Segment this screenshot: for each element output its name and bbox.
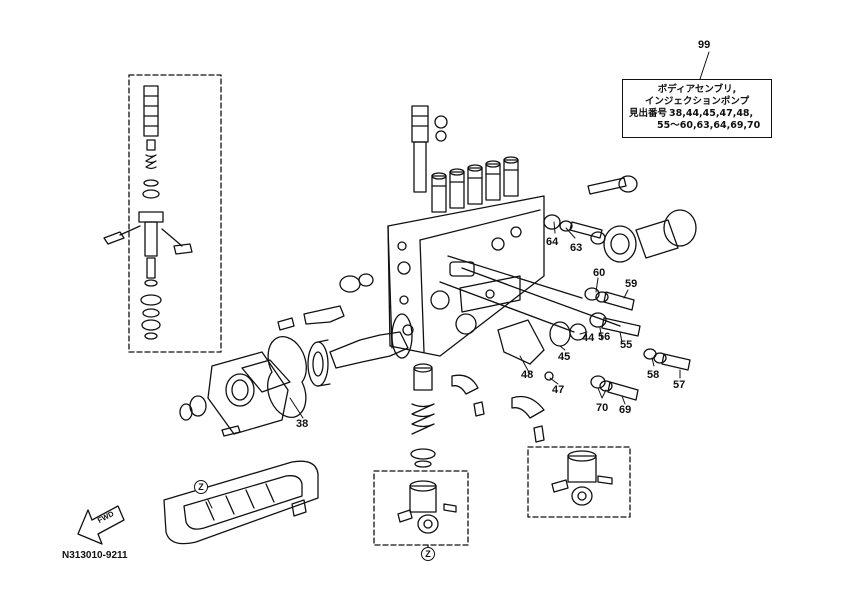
legend-title-line-1: ボディアセンブリ, — [657, 84, 737, 95]
cover-bolt — [221, 425, 241, 437]
detail-marker-z-tappet: Z — [421, 547, 435, 561]
legend-box: ボディアセンブリ, インジェクションポンプ 見出番号 38,44,45,47,4… — [622, 79, 772, 138]
governor-side-parts — [543, 175, 697, 263]
pump-housing — [387, 195, 545, 357]
callout-48: 48 — [521, 369, 534, 381]
callout-69: 69 — [619, 404, 632, 416]
tappet-right — [551, 450, 613, 506]
callout-38: 38 — [296, 418, 309, 430]
bushing-washer — [358, 273, 374, 287]
callout-44: 44 — [582, 332, 595, 344]
leader-lines — [207, 51, 710, 509]
callout-60: 60 — [593, 267, 606, 279]
legend-refs-1: 38,44,45,47,48, — [669, 108, 754, 119]
legend-title-line-2: インジェクションポンプ — [644, 96, 750, 107]
callout-64: 64 — [546, 236, 559, 248]
delivery-valve-detail-frame — [128, 74, 222, 353]
callout-56: 56 — [598, 331, 611, 343]
legend-key: 見出番号 — [629, 108, 668, 119]
callout-70: 70 — [596, 402, 609, 414]
callout-58: 58 — [647, 369, 660, 381]
callout-57: 57 — [673, 379, 686, 391]
detail-marker-z-gasket: Z — [194, 480, 208, 494]
drawing-number: N313010-9211 — [62, 550, 128, 561]
callout-45: 45 — [558, 351, 571, 363]
bushing — [339, 275, 361, 293]
lever-bracket — [303, 305, 345, 325]
set-bolt — [277, 317, 295, 331]
delivery-valve-stack — [103, 85, 193, 340]
callout-55: 55 — [620, 339, 633, 351]
o-ring-38 — [267, 336, 307, 418]
clamp-plates — [451, 374, 545, 443]
legend-refs-2: 55〜60,63,64,69,70 — [657, 120, 761, 131]
tappet-detail-frame-right — [527, 446, 631, 518]
tappet-detail-frame-center — [373, 470, 469, 546]
delivery-valve-holders — [431, 156, 519, 213]
callout-63: 63 — [570, 242, 583, 254]
top-fitting — [411, 105, 448, 193]
callout-99: 99 — [698, 39, 711, 51]
legend-ref-row: 見出番号 38,44,45,47,48, — [629, 108, 765, 120]
plunger-and-spring — [410, 363, 436, 468]
callout-59: 59 — [625, 278, 638, 290]
callout-47: 47 — [552, 384, 565, 396]
plug-bolts — [497, 287, 691, 401]
bottom-gasket — [163, 460, 319, 545]
long-bolts — [439, 255, 621, 333]
washer-seal — [179, 403, 193, 421]
camshaft-assembly — [307, 313, 413, 387]
tappet-center — [397, 480, 457, 534]
fwd-arrow-icon — [77, 505, 125, 545]
front-cover — [207, 351, 291, 435]
